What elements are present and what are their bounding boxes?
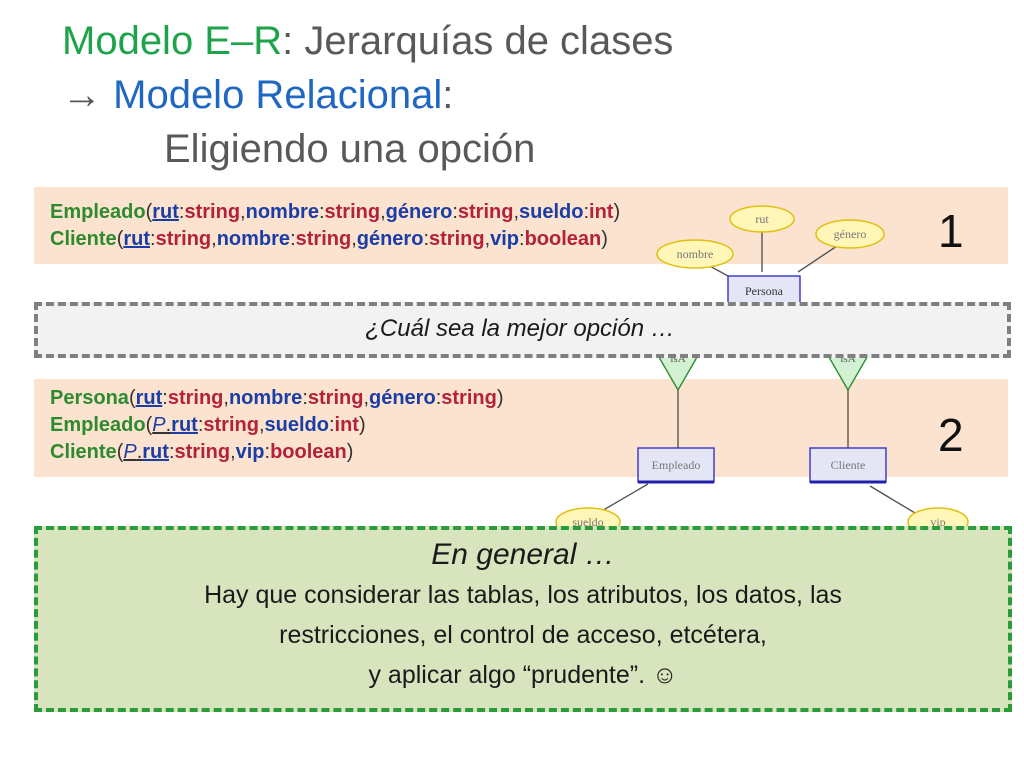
slide-title: Modelo E–R: Jerarquías de clases → Model…: [62, 14, 673, 176]
attribute-vip-label: vip: [930, 515, 945, 529]
option-2-number: 2: [938, 409, 964, 461]
title-line-1: Modelo E–R: Jerarquías de clases: [62, 14, 673, 68]
title-line-2: → Modelo Relacional:: [62, 68, 673, 122]
entity-empleado: Empleado: [637, 447, 715, 484]
general-box: [34, 526, 1012, 712]
general-text: En general … Hay que considerar las tabl…: [34, 535, 1012, 695]
general-line-1: Hay que considerar las tablas, los atrib…: [204, 581, 842, 609]
attribute-rut: rut: [729, 205, 795, 233]
schema-persona-2: Persona(rut:string,nombre:string,género:…: [50, 387, 504, 409]
question-text: ¿Cuál sea la mejor opción …: [365, 315, 675, 342]
attribute-genero: género: [815, 219, 885, 249]
option-1-number: 1: [938, 205, 964, 257]
title-colon: :: [442, 73, 454, 117]
title-er-model: Modelo E–R: [62, 19, 283, 63]
attribute-sueldo-label: sueldo: [572, 515, 603, 529]
general-line-2: restricciones, el control de acceso, etc…: [279, 621, 767, 649]
option-1-schema: Empleado(rut:string,nombre:string,género…: [50, 199, 620, 253]
general-line-3: y aplicar algo “prudente”. ☺: [368, 661, 678, 689]
general-heading: En general …: [431, 538, 615, 571]
attribute-nombre: nombre: [656, 239, 734, 269]
entity-cliente-label: Cliente: [831, 458, 866, 472]
schema-cliente-2: Cliente(P.rut:string,vip:boolean): [50, 441, 354, 463]
entity-cliente: Cliente: [809, 447, 887, 484]
option-2-schema: Persona(rut:string,nombre:string,género:…: [50, 385, 503, 466]
attribute-nombre-label: nombre: [677, 247, 714, 261]
entity-empleado-label: Empleado: [652, 458, 701, 472]
attribute-rut-label: rut: [755, 212, 769, 226]
attribute-genero-label: género: [834, 227, 867, 241]
schema-empleado-2: Empleado(P.rut:string,sueldo:int): [50, 414, 366, 436]
schema-cliente-1: Cliente(rut:string,nombre:string,género:…: [50, 228, 608, 250]
arrow-icon: →: [62, 73, 114, 117]
entity-persona-label: Persona: [745, 284, 784, 298]
title-relational-model: Modelo Relacional: [113, 73, 443, 117]
title-hierarchies: : Jerarquías de clases: [282, 19, 674, 63]
question-box: [34, 302, 1011, 358]
schema-empleado-1: Empleado(rut:string,nombre:string,género…: [50, 201, 621, 223]
title-line-3: Eligiendo una opción: [164, 127, 536, 171]
